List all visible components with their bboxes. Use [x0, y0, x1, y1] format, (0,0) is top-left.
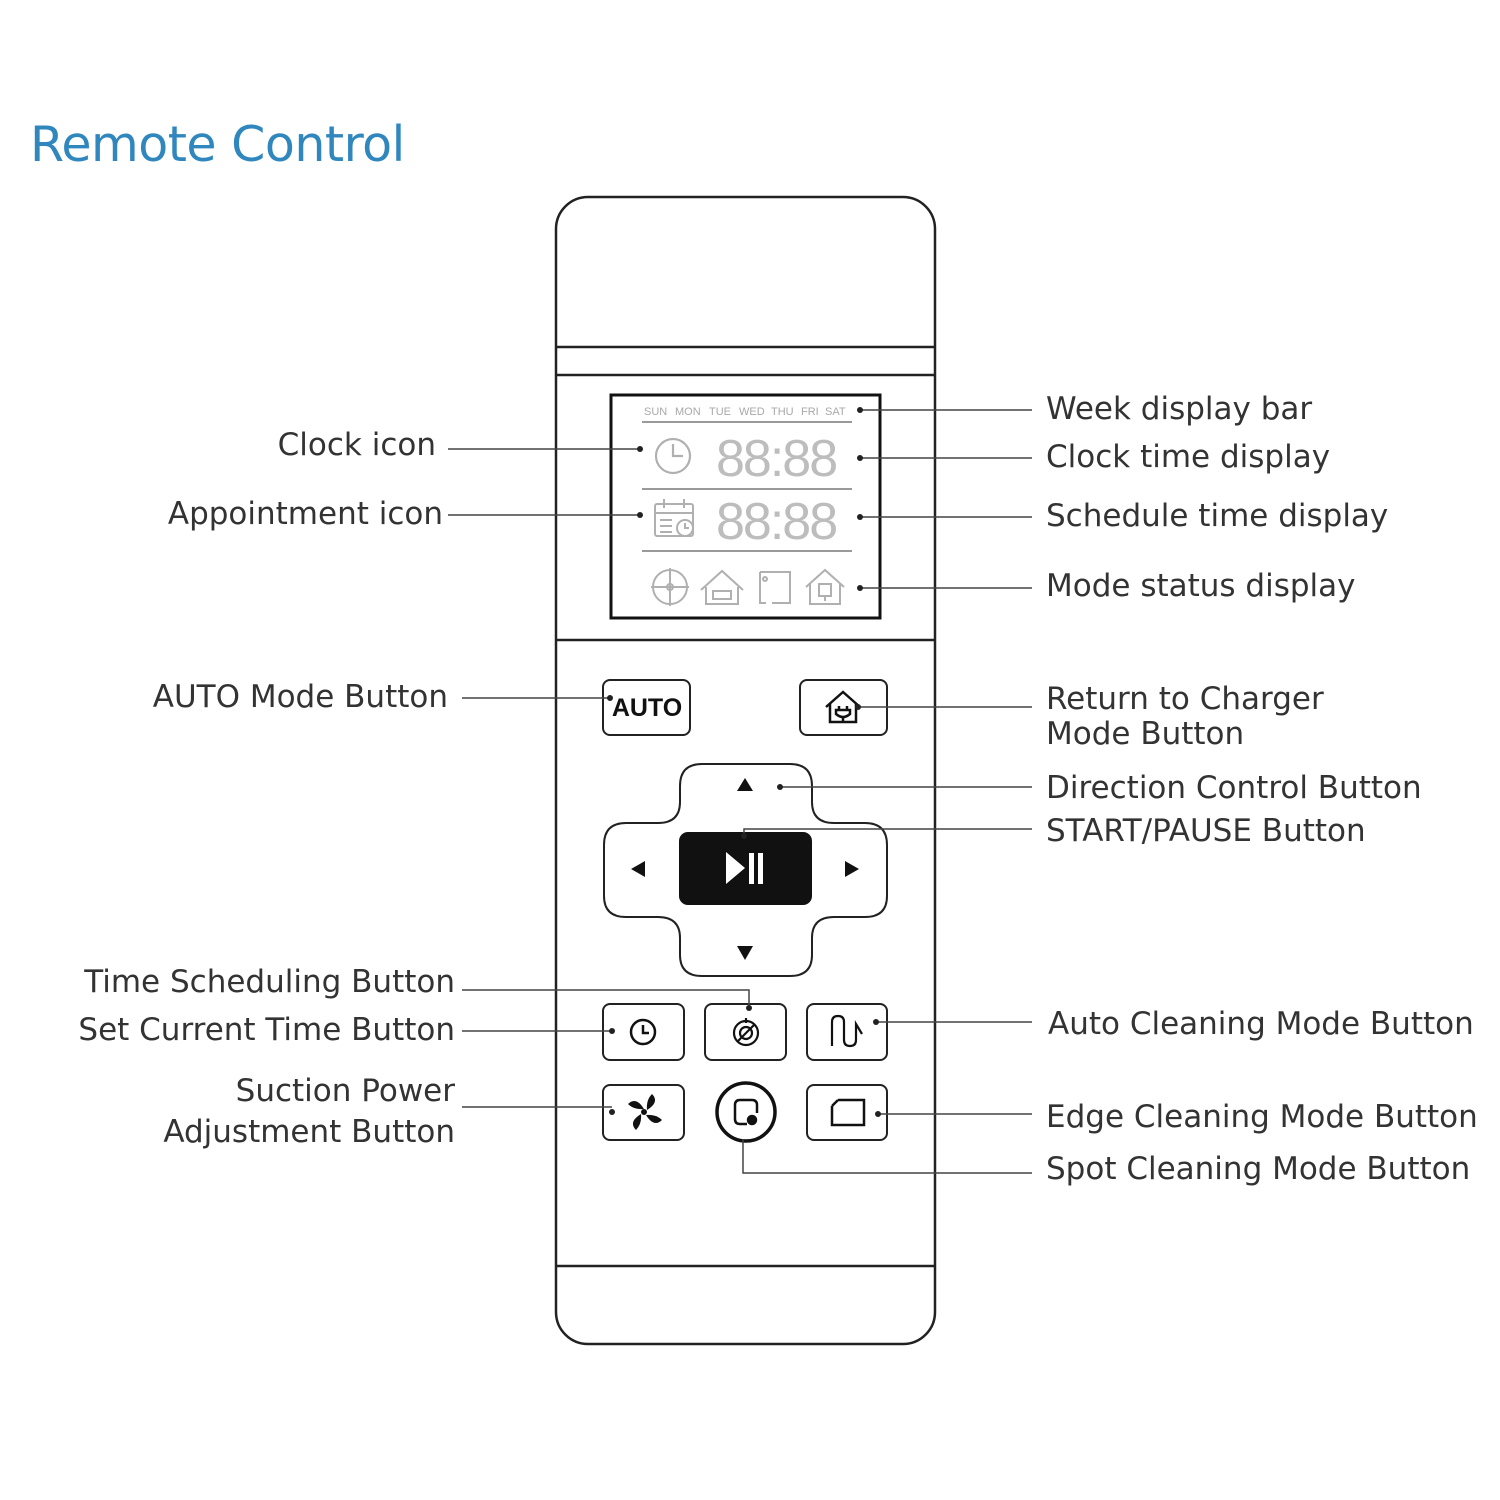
label-week-display-bar: Week display bar [1046, 391, 1313, 427]
fan-icon [628, 1094, 662, 1130]
schedule-time-display: 88:88 [716, 493, 836, 551]
week-day-sun: SUN [644, 406, 667, 418]
target-clock-icon [732, 1018, 760, 1047]
label-suction-power-line2: Adjustment Button [163, 1114, 455, 1150]
auto-button-label: AUTO [612, 694, 682, 722]
remote-body [554, 195, 937, 1346]
label-start-pause-button: START/PAUSE Button [1046, 813, 1366, 849]
label-appointment-icon: Appointment icon [167, 496, 443, 532]
clock-icon [629, 1018, 657, 1046]
arrow-right-icon[interactable] [845, 861, 859, 877]
week-day-fri: FRI [801, 406, 819, 418]
label-edge-cleaning-mode-button: Edge Cleaning Mode Button [1046, 1099, 1478, 1135]
edge-square-icon [830, 1098, 866, 1127]
label-auto-mode-button: AUTO Mode Button [152, 679, 448, 715]
week-day-tue: TUE [709, 406, 731, 418]
suction-power-button[interactable] [602, 1084, 685, 1141]
edge-cleaning-mode-button[interactable] [806, 1084, 888, 1141]
label-direction-control-button: Direction Control Button [1046, 770, 1422, 806]
week-day-mon: MON [675, 406, 701, 418]
home-clean-icon [700, 569, 744, 605]
label-mode-status-display: Mode status display [1046, 568, 1356, 604]
mode-status-display [651, 568, 845, 606]
return-charger-button[interactable] [799, 679, 888, 736]
week-day-wed: WED [739, 406, 765, 418]
play-pause-icon [726, 852, 763, 884]
calendar-clock-icon [654, 499, 694, 537]
label-time-scheduling-button: Time Scheduling Button [84, 964, 455, 1000]
auto-cleaning-mode-button[interactable] [806, 1003, 888, 1061]
label-auto-cleaning-mode-button: Auto Cleaning Mode Button [1048, 1006, 1474, 1042]
home-charger-icon [805, 568, 845, 605]
label-return-charger-line2: Mode Button [1046, 716, 1245, 752]
auto-mode-button[interactable]: AUTO [602, 679, 691, 736]
label-clock-icon: Clock icon [277, 427, 436, 463]
week-display-bar: SUN MON TUE WED THU FRI SAT [644, 406, 846, 418]
label-set-current-time-button: Set Current Time Button [78, 1012, 455, 1048]
label-suction-power-line1: Suction Power [235, 1073, 455, 1109]
spot-circle-icon [733, 1098, 759, 1126]
lcd-screen: SUN MON TUE WED THU FRI SAT 88:88 [609, 393, 882, 620]
spot-cleaning-mode-button[interactable] [715, 1081, 777, 1143]
week-day-sat: SAT [825, 406, 846, 418]
set-current-time-button[interactable] [704, 1003, 787, 1061]
arrow-up-icon[interactable] [737, 778, 753, 791]
week-day-thu: THU [771, 406, 794, 418]
label-spot-cleaning-mode-button: Spot Cleaning Mode Button [1046, 1151, 1471, 1187]
label-clock-time-display: Clock time display [1046, 439, 1331, 475]
page-title: Remote Control [30, 116, 405, 173]
clock-icon [654, 437, 692, 475]
label-return-charger-line1: Return to Charger [1046, 681, 1324, 717]
clock-time-display: 88:88 [716, 430, 836, 488]
crosshair-icon [651, 568, 689, 606]
label-schedule-time-display: Schedule time display [1046, 498, 1389, 534]
arrow-left-icon[interactable] [631, 861, 645, 877]
arrow-down-icon[interactable] [737, 946, 753, 960]
leader-dots [607, 407, 881, 1117]
start-pause-button[interactable] [679, 832, 812, 905]
edge-frame-icon [759, 571, 791, 604]
zigzag-icon [830, 1014, 863, 1048]
time-scheduling-button[interactable] [602, 1003, 685, 1061]
leader-lines [448, 409, 1032, 1174]
home-plug-icon [825, 690, 861, 724]
